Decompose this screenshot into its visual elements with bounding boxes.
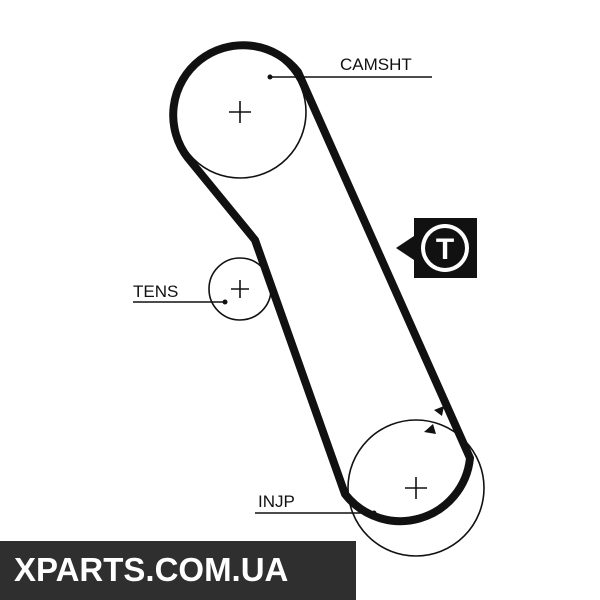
injection-pump-label: INJP bbox=[258, 492, 295, 511]
tensioner-symbol-text: T bbox=[436, 233, 454, 266]
camshaft-callout: CAMSHT bbox=[267, 55, 432, 80]
timing-mark-arrows bbox=[424, 406, 444, 434]
injection-pump-callout: INJP bbox=[255, 492, 377, 516]
camshaft-label: CAMSHT bbox=[340, 55, 412, 74]
tensioner-symbol-badge: T bbox=[396, 218, 477, 278]
camshaft-pulley bbox=[173, 45, 307, 179]
tensioner-label: TENS bbox=[133, 282, 178, 301]
injection-pump-pulley bbox=[347, 419, 485, 557]
tensioner-pulley bbox=[208, 257, 272, 321]
tensioner-callout: TENS bbox=[133, 282, 228, 305]
timing-belt bbox=[169, 41, 474, 526]
watermark-text: XPARTS.COM.UA bbox=[14, 551, 289, 588]
watermark-banner: XPARTS.COM.UA bbox=[0, 541, 356, 600]
